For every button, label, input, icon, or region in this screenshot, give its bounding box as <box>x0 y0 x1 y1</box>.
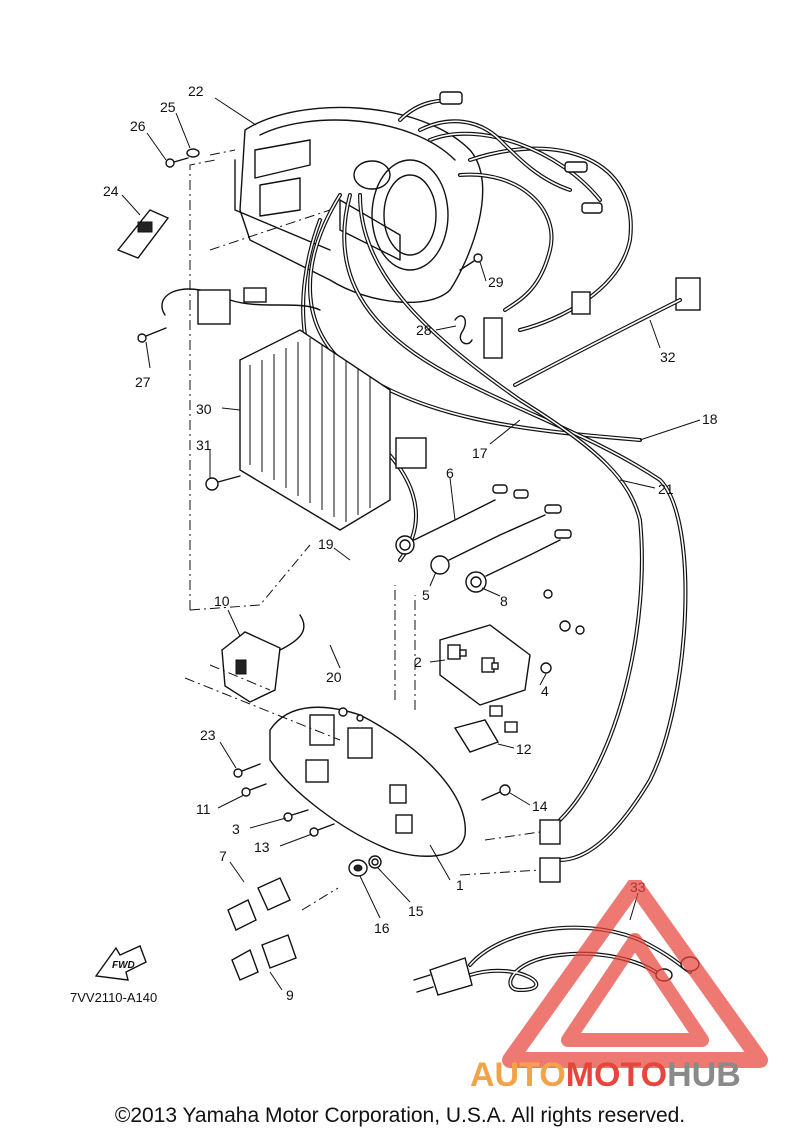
duplex-outlet-2 <box>439 624 531 706</box>
callout-6: 6 <box>446 465 454 481</box>
watermark-hub: HUB <box>667 1056 741 1094</box>
nut-15 <box>368 855 382 869</box>
screw-29 <box>459 253 483 271</box>
callout-30: 30 <box>196 401 212 417</box>
circuit-breaker-10 <box>221 614 305 703</box>
copyright-notice: ©2013 Yamaha Motor Corporation, U.S.A. A… <box>114 1104 686 1127</box>
harness-connectors-bottom <box>539 819 561 883</box>
callout-27: 27 <box>135 374 151 390</box>
socket-8 <box>465 539 561 593</box>
switch-9 <box>231 934 297 981</box>
screw-3 <box>283 809 309 822</box>
wire-lead-32 <box>513 298 682 387</box>
callout-18: 18 <box>702 411 718 427</box>
callout-28: 28 <box>416 322 432 338</box>
callout-9: 9 <box>286 987 294 1003</box>
callout-11: 11 <box>196 801 211 817</box>
automotohub-watermark-logo: AUTOMOTOHUB <box>470 880 768 1094</box>
clamp-28 <box>454 315 473 345</box>
bracket-12 <box>453 705 518 753</box>
callout-5: 5 <box>422 587 430 603</box>
callout-23: 23 <box>200 727 216 743</box>
callout-8: 8 <box>500 593 508 609</box>
watermark-text: AUTOMOTOHUB <box>470 1056 741 1094</box>
callout-2: 2 <box>414 654 422 670</box>
diagram-part-code: 7VV2110-A140 <box>70 990 158 1005</box>
callout-19: 19 <box>318 536 334 552</box>
callout-24: 24 <box>103 183 119 199</box>
callout-26: 26 <box>130 118 146 134</box>
bullet-connectors-top <box>439 91 701 359</box>
callout-15: 15 <box>408 903 424 919</box>
screw-11 <box>241 783 267 797</box>
callout-22: 22 <box>188 83 204 99</box>
callout-12: 12 <box>516 741 532 757</box>
callout-31: 31 <box>196 437 212 453</box>
callout-3: 3 <box>232 821 240 837</box>
callout-20: 20 <box>326 669 342 685</box>
switch-7 <box>227 877 291 931</box>
callout-16: 16 <box>374 920 390 936</box>
screw-14 <box>481 784 511 801</box>
watermark-auto: AUTO <box>470 1056 566 1094</box>
callout-25: 25 <box>160 99 176 115</box>
electrical-box-housing <box>234 106 484 304</box>
callout-32: 32 <box>660 349 676 365</box>
callout-10: 10 <box>214 593 230 609</box>
rectifier-regulator-30 <box>239 329 427 531</box>
fwd-label: FWD <box>112 960 135 971</box>
callout-13: 13 <box>254 839 270 855</box>
callout-29: 29 <box>488 274 504 290</box>
callout-21: 21 <box>658 481 674 497</box>
callout-numbers: 22 25 26 24 27 30 31 29 28 32 18 17 21 6… <box>103 83 718 1003</box>
callout-17: 17 <box>472 445 488 461</box>
reference-lines <box>184 149 541 911</box>
warning-triangle-icon <box>502 880 768 1068</box>
knob-16 <box>348 859 368 877</box>
callout-7: 7 <box>219 848 227 864</box>
watermark-moto: MOTO <box>566 1056 667 1094</box>
bullet-terminals-mid <box>492 484 585 635</box>
callout-1: 1 <box>456 877 464 893</box>
callout-14: 14 <box>532 798 548 814</box>
control-panel-plate-1 <box>269 706 466 857</box>
washer-25 <box>186 148 200 158</box>
callout-leaders <box>121 97 701 991</box>
socket-6 <box>395 499 496 555</box>
screw-13 <box>309 823 335 837</box>
panel-plate-24 <box>116 209 170 259</box>
screw-23 <box>233 763 261 778</box>
callout-4: 4 <box>541 683 549 699</box>
nut-4 <box>540 662 552 674</box>
screw-26 <box>165 157 189 168</box>
socket-5 <box>430 514 546 575</box>
forward-direction-arrow: FWD <box>94 945 147 981</box>
relay-module <box>161 287 321 325</box>
bolt-31 <box>205 475 241 491</box>
screw-27 <box>137 327 167 343</box>
